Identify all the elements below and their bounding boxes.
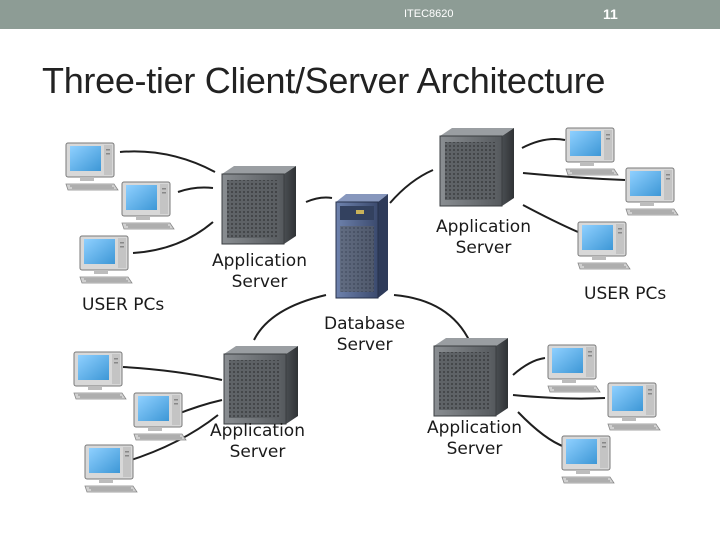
link-app-lr-pc1 xyxy=(512,357,546,376)
connection-lines xyxy=(119,138,626,463)
desktop-pc-icon xyxy=(625,167,679,216)
desktop-pc-icon xyxy=(84,444,138,493)
user-pcs-left-label: USER PCs xyxy=(82,295,165,315)
link-app-lr-pc3 xyxy=(517,411,566,448)
link-db-app-lr xyxy=(393,294,471,343)
app-server-lower-right-label: Application Server xyxy=(427,418,522,459)
link-app-ul-db xyxy=(305,196,333,203)
slide-title: Three-tier Client/Server Architecture xyxy=(42,60,606,101)
desktop-pc-icon xyxy=(133,392,187,441)
link-pc1-app-ul xyxy=(119,150,216,173)
desktop-pc-icon xyxy=(547,344,601,393)
link-app-ur-pc3 xyxy=(522,204,579,233)
link-app-lr-pc2 xyxy=(512,394,606,400)
desktop-pc-icon xyxy=(561,435,615,484)
link-pc3-app-ll xyxy=(124,414,219,463)
app-server-upper-right-label: Application Server xyxy=(436,217,531,258)
desktop-pc-icon xyxy=(577,221,631,270)
desktop-pc-icon xyxy=(121,181,175,230)
link-pc1-app-ll xyxy=(122,366,223,381)
link-pc2-app-ul xyxy=(177,186,214,193)
course-code: ITEC8620 xyxy=(404,8,454,20)
database-server-label: Database Server xyxy=(324,314,406,355)
app-server-lower-left-label: Application Server xyxy=(210,421,305,462)
link-app-ll-db xyxy=(253,294,327,341)
link-app-ur-pc2 xyxy=(522,172,626,181)
database-server-icon xyxy=(335,193,389,299)
app-server-upper-left-label: Application Server xyxy=(212,251,307,292)
link-pc3-app-ul xyxy=(132,221,214,254)
desktop-pc-icon xyxy=(607,382,661,431)
user-pcs-right-label: USER PCs xyxy=(584,284,667,304)
page-number: 11 xyxy=(603,6,618,22)
link-app-ur-pc1 xyxy=(521,138,566,149)
desktop-pc-icon xyxy=(65,142,119,191)
desktop-pc-icon xyxy=(73,351,127,400)
tower-server-icon xyxy=(439,127,515,207)
desktop-pc-icon xyxy=(79,235,133,284)
tower-server-icon xyxy=(223,345,299,425)
tower-server-icon xyxy=(433,337,509,417)
link-db-app-ur xyxy=(389,169,434,204)
tower-server-icon xyxy=(221,165,297,245)
header-bar: ITEC8620 11 xyxy=(0,0,720,29)
desktop-pc-icon xyxy=(565,127,619,176)
